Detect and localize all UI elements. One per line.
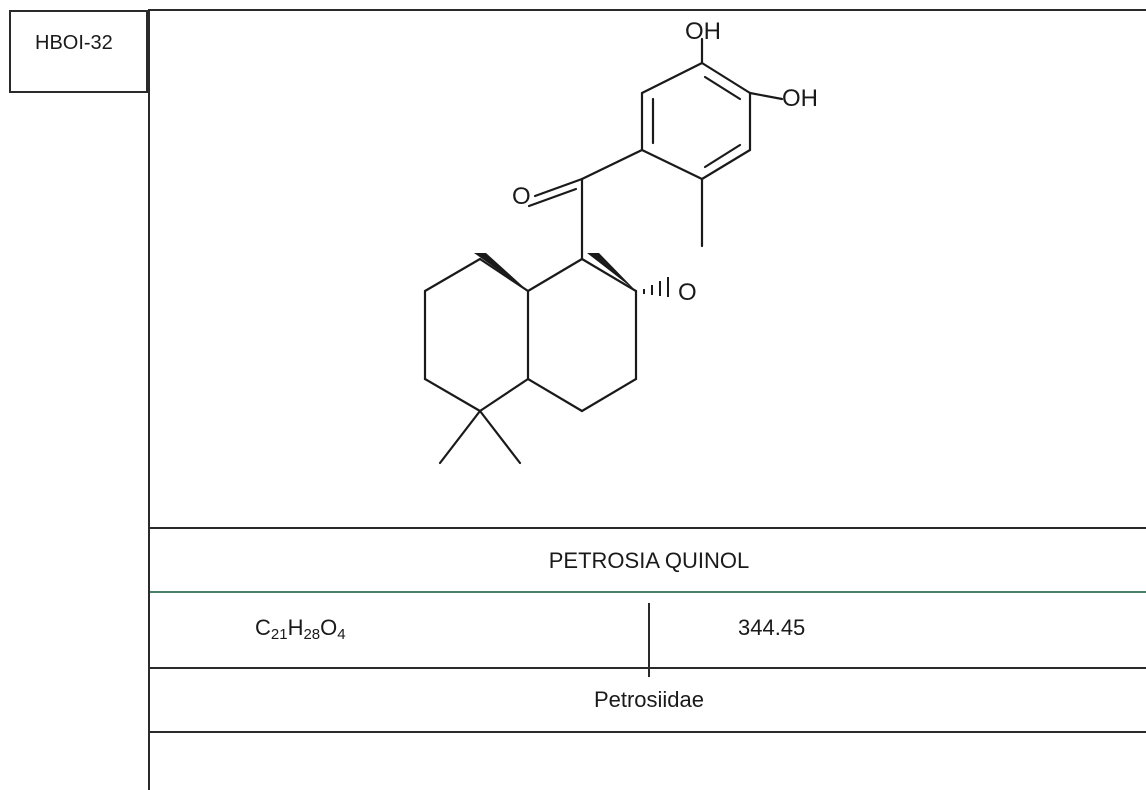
bond bbox=[703, 143, 742, 169]
row-divider bbox=[150, 667, 1146, 669]
bond bbox=[700, 148, 752, 181]
bond bbox=[438, 409, 482, 465]
bond bbox=[478, 257, 530, 293]
bond bbox=[748, 91, 784, 101]
hashed-bond bbox=[643, 277, 669, 297]
row-divider bbox=[150, 731, 1146, 733]
bond bbox=[703, 75, 742, 101]
oh-top-label: OH bbox=[685, 18, 721, 45]
molecular-formula: C21H28O4 bbox=[255, 615, 346, 643]
bond bbox=[700, 61, 752, 95]
bond bbox=[478, 409, 522, 465]
ether-oxygen-label: O bbox=[678, 279, 697, 306]
compound-table: OH OH O O PETROSIA QUINOL C21H28O4 344.4… bbox=[148, 9, 1146, 790]
compound-id-box: HBOI-32 bbox=[9, 10, 148, 93]
formula-element: C bbox=[255, 615, 271, 640]
formula-subscript: 28 bbox=[303, 626, 321, 643]
bond bbox=[423, 377, 482, 413]
bond bbox=[640, 61, 704, 95]
column-divider bbox=[648, 603, 650, 677]
bond bbox=[526, 257, 584, 293]
bond bbox=[533, 177, 584, 198]
formula-subscript: 21 bbox=[270, 626, 288, 643]
bond bbox=[478, 377, 530, 413]
bond bbox=[580, 148, 644, 181]
bond bbox=[640, 148, 704, 181]
wedge-bond bbox=[474, 253, 528, 291]
bond bbox=[423, 257, 482, 293]
formula-element: H bbox=[287, 615, 304, 640]
oh-right-label: OH bbox=[782, 85, 818, 112]
bond bbox=[526, 377, 584, 413]
compound-name: PETROSIA QUINOL bbox=[548, 548, 750, 573]
formula-subscript: 4 bbox=[337, 626, 346, 643]
bond bbox=[527, 187, 578, 208]
wedge-bond bbox=[587, 253, 636, 291]
molecular-weight: 344.45 bbox=[738, 615, 806, 640]
bond bbox=[580, 377, 638, 413]
compound-id: HBOI-32 bbox=[35, 32, 113, 54]
formula-element: O bbox=[320, 615, 338, 640]
taxonomic-family: Petrosiidae bbox=[593, 687, 705, 712]
row-divider bbox=[150, 527, 1146, 529]
ketone-oxygen-label: O bbox=[512, 183, 531, 210]
row-divider bbox=[150, 591, 1146, 593]
chemical-structure-diagram: OH OH O O bbox=[423, 18, 818, 465]
structure-cell: OH OH O O bbox=[150, 11, 1146, 527]
bond bbox=[580, 257, 638, 293]
